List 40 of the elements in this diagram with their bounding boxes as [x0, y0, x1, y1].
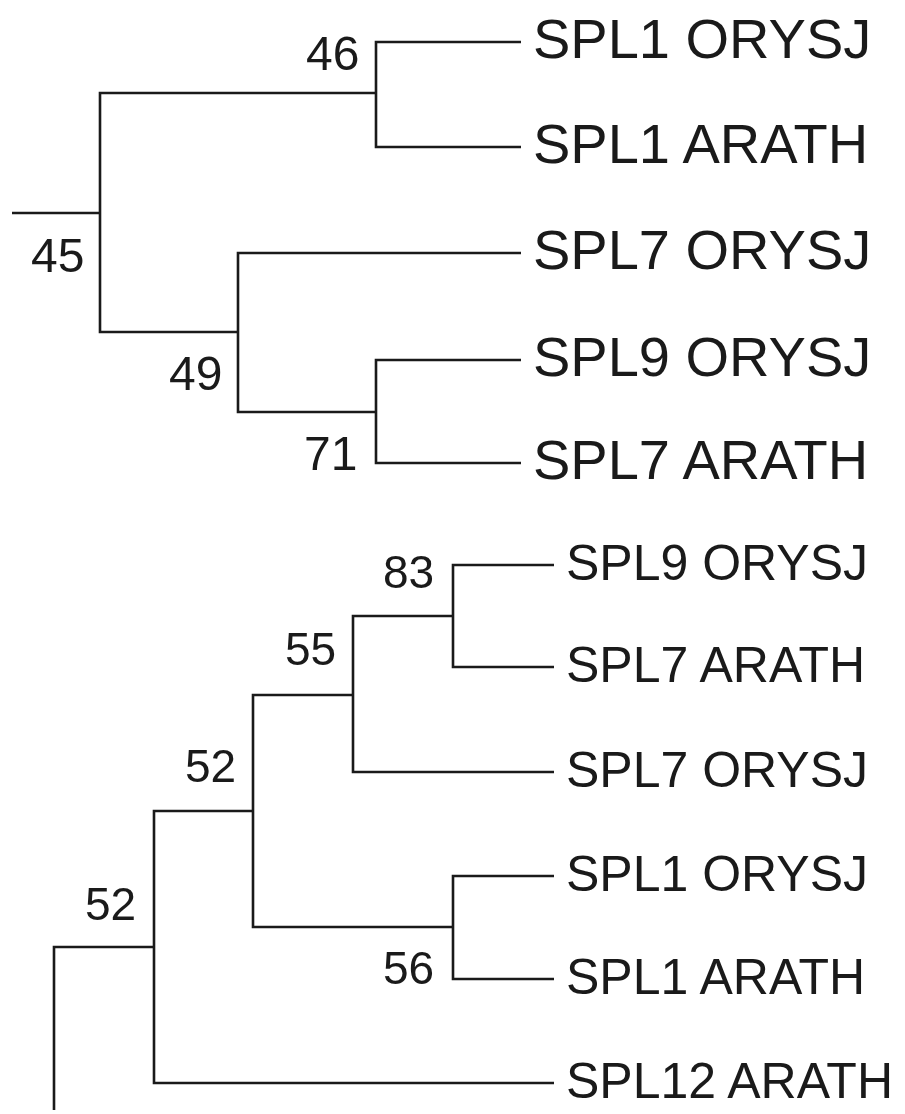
tree-branch [351, 695, 554, 774]
taxon-label: SPL1 ARATH [521, 116, 869, 173]
tree-branch [251, 693, 353, 811]
taxon-label: SPL1 ORYSJ [521, 11, 872, 68]
tree-branch [451, 616, 554, 669]
taxon-label: SPL12 ARATH [554, 1055, 893, 1106]
bootstrap-value: 71 [304, 430, 358, 478]
tree-branch [52, 945, 154, 1110]
taxon-label: SPL9 ORYSJ [521, 329, 872, 386]
tree-branch [98, 91, 376, 213]
tree-branch [351, 614, 453, 695]
bootstrap-value: 56 [383, 945, 435, 991]
taxon-label: SPL7 ARATH [554, 639, 866, 690]
taxon-label: SPL1 ARATH [554, 951, 866, 1002]
tree-branch [451, 927, 554, 981]
tree-branch [152, 947, 554, 1085]
tree-branch [236, 332, 376, 414]
bootstrap-value: 83 [383, 549, 435, 595]
taxon-label: SPL1 ORYSJ [554, 848, 868, 899]
bootstrap-value: 45 [31, 232, 85, 280]
tree-branch [251, 811, 453, 929]
tree-branch [152, 809, 253, 947]
taxon-label: SPL7 ARATH [521, 432, 869, 489]
taxon-label: SPL7 ORYSJ [554, 744, 868, 795]
tree-branch [374, 412, 521, 465]
bootstrap-value: 52 [85, 881, 137, 927]
tree-branch [451, 563, 554, 616]
tree-branch [236, 251, 521, 332]
taxon-label: SPL9 ORYSJ [554, 537, 868, 588]
tree-branch [451, 874, 554, 927]
tree-branch [374, 358, 521, 412]
tree-branch [374, 93, 521, 149]
tree-branch [374, 40, 521, 93]
bootstrap-value: 52 [185, 743, 237, 789]
bootstrap-value: 46 [306, 30, 360, 78]
taxon-label: SPL7 ORYSJ [521, 222, 872, 279]
tree-branch [98, 213, 238, 334]
bootstrap-value: 49 [169, 350, 223, 398]
bootstrap-value: 55 [285, 626, 337, 672]
tree-branch [10, 211, 100, 215]
